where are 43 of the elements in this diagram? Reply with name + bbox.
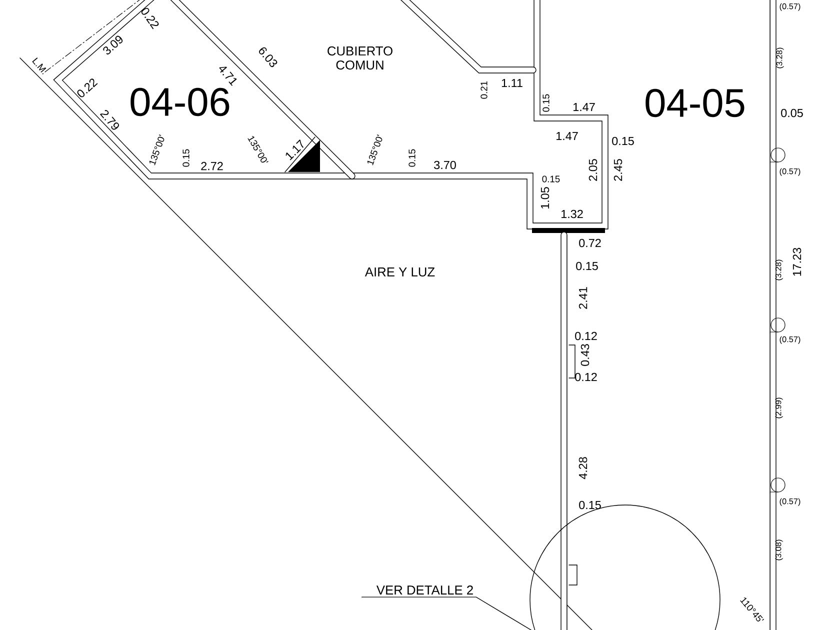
dimension-label: 0.15 — [612, 136, 634, 146]
dimension-label: 17.23 — [792, 248, 802, 276]
dimension-label: 0.15 — [182, 149, 190, 167]
dimension-label: (3.28) — [776, 48, 784, 68]
dimension-label: 0.05 — [781, 108, 803, 118]
dimension-label: 0.15 — [542, 176, 560, 182]
dimension-label: (3.08) — [775, 540, 783, 560]
dimension-label: 2.41 — [578, 287, 588, 309]
dimension-label: 1.47 — [574, 102, 595, 112]
dimension-label: 0.72 — [579, 238, 601, 248]
unit-number: 04-06 — [130, 88, 230, 116]
callout-text: VER DETALLE 2 — [376, 586, 473, 594]
dimension-label: 0.15 — [579, 500, 601, 510]
dimension-label: 3.09 — [103, 36, 123, 54]
dimension-label: (0.57) — [780, 336, 800, 344]
dimension-label: 4.28 — [578, 457, 588, 480]
dimension-label: 0.12 — [575, 372, 597, 382]
dimension-label: 0.21 — [480, 81, 488, 99]
angle-label: 135°00' — [149, 134, 164, 166]
area-label: CUBIERTO COMUN — [328, 46, 392, 70]
dimension-label: 4.71 — [219, 66, 237, 86]
dimension-label: 0.43 — [580, 344, 590, 366]
dimension-label: (0.57) — [780, 3, 800, 11]
dimension-label: 3.70 — [434, 160, 456, 170]
dimension-label: 1.11 — [502, 78, 522, 88]
dimension-label: (2.99) — [775, 398, 783, 418]
dimension-label: 0.12 — [575, 332, 597, 340]
dimension-label: 2.45 — [614, 159, 622, 181]
dimension-label: 0.15 — [408, 149, 416, 167]
dimension-label: (0.57) — [780, 498, 800, 506]
dimension-label: 1.32 — [562, 210, 583, 218]
dimension-label: 2.05 — [588, 159, 598, 181]
angle-label: 135°00' — [367, 134, 382, 166]
area-label: AIRE Y LUZ — [364, 268, 435, 276]
dimension-label: (0.57) — [780, 168, 800, 176]
dimension-label: (3.28) — [775, 260, 783, 280]
dimension-label: 1.47 — [556, 132, 578, 140]
dimension-label: 0.15 — [542, 94, 550, 112]
dimension-label: 0.22 — [77, 78, 98, 98]
dimension-label: 1.05 — [540, 187, 550, 208]
dimension-label: 2.72 — [201, 162, 223, 170]
unit-number: 04-05 — [646, 88, 744, 118]
dimension-label: 0.15 — [576, 262, 598, 270]
